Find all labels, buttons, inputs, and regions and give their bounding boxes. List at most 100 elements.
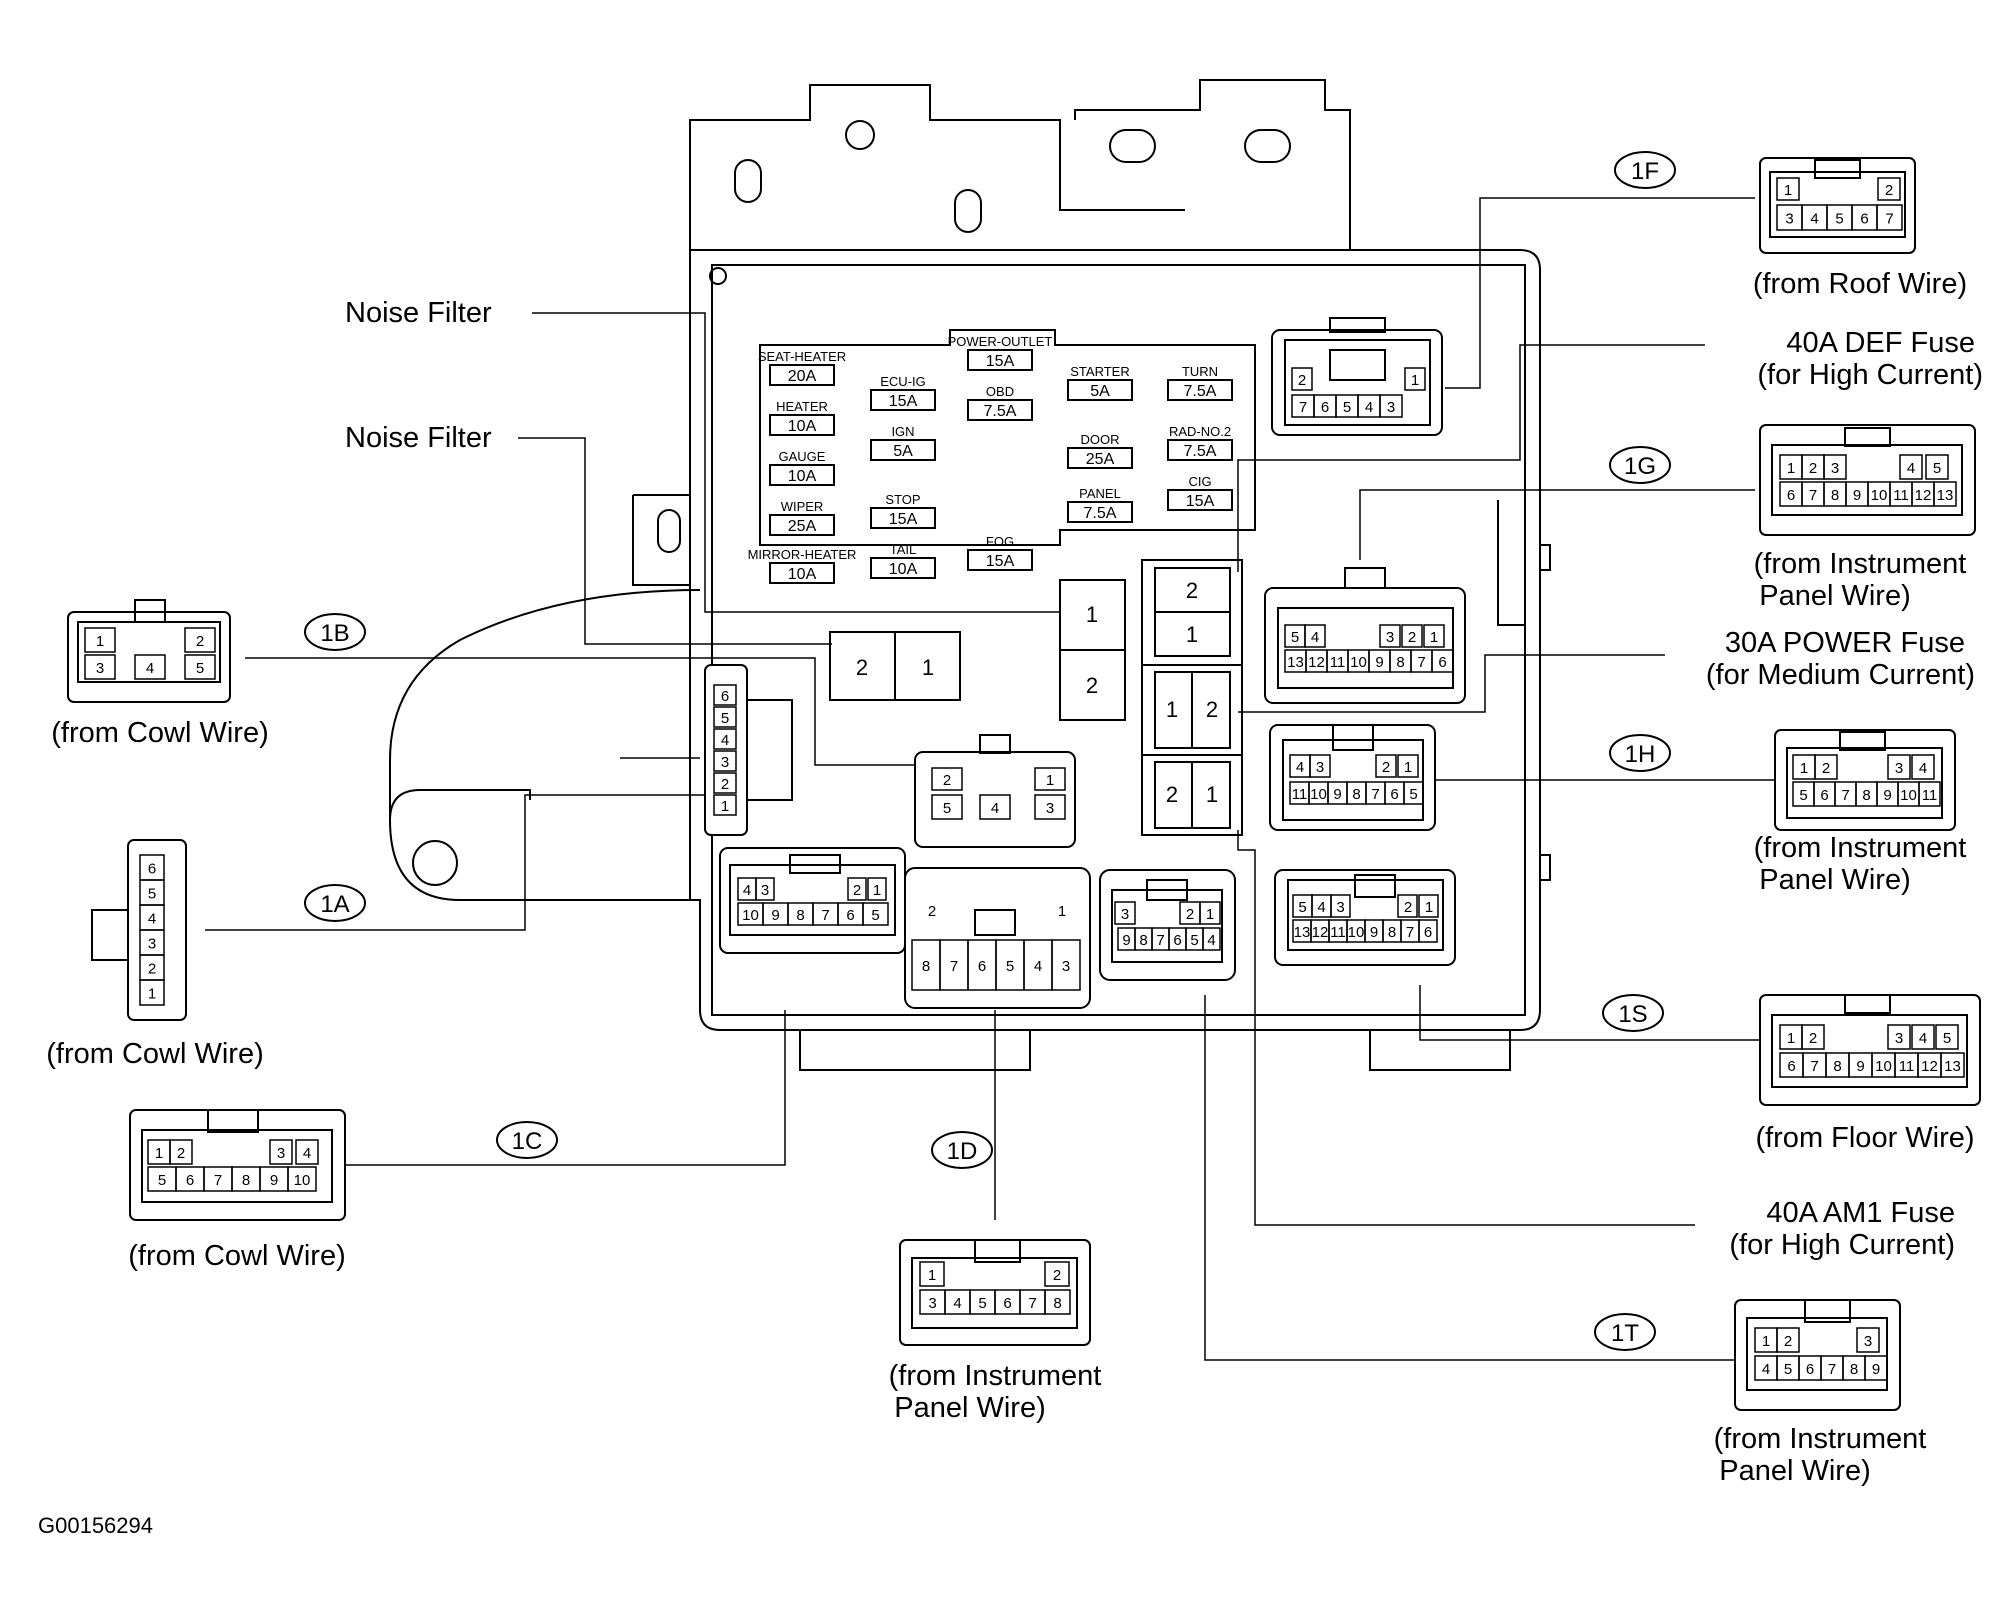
pin-number: 5 — [1343, 399, 1351, 416]
pin-number: 8 — [796, 907, 804, 924]
fuse-rating: 10A — [788, 418, 817, 435]
noise-filter-label-1: Noise Filter — [345, 297, 492, 329]
fuse-name: STOP — [885, 492, 920, 507]
pin-number: 4 — [991, 800, 999, 817]
connector-id-1c: 1C — [496, 1121, 558, 1159]
pin-number: 9 — [270, 1172, 278, 1189]
pin-number: 1 — [1046, 772, 1054, 789]
pin-number: 9 — [1856, 1058, 1864, 1075]
connector-id-1t: 1T — [1594, 1313, 1656, 1351]
relay-pin-label: 2 — [856, 655, 868, 680]
source-label-1g: (from Instrument — [1754, 548, 1967, 580]
svg-text:1B: 1B — [320, 620, 349, 647]
pin-number: 2 — [148, 961, 156, 978]
pin-number: 4 — [1762, 1361, 1770, 1378]
fuse-rating: 7.5A — [1184, 383, 1217, 400]
pin-number: 7 — [1885, 211, 1893, 228]
pin-number: 10 — [1310, 786, 1327, 803]
connector-id-1f: 1F — [1614, 151, 1676, 189]
fuse-name: GAUGE — [779, 449, 826, 464]
pin-number: 2 — [721, 776, 729, 793]
fuse-name: HEATER — [776, 399, 828, 414]
pin-number: 4 — [743, 882, 751, 899]
pin-number: 6 — [1321, 399, 1329, 416]
source-label-1h-2: Panel Wire) — [1759, 864, 1911, 896]
pin-number: 8 — [242, 1172, 250, 1189]
pin-number: 7 — [1809, 487, 1817, 504]
pin-number: 4 — [303, 1145, 311, 1162]
pin-number: 7 — [1828, 1361, 1836, 1378]
pin-number: 8 — [1850, 1361, 1858, 1378]
fuse-rating: 15A — [1186, 493, 1215, 510]
connector-id-1h: 1H — [1609, 734, 1671, 772]
pin-number: 6 — [1860, 211, 1868, 228]
fuse-am1-40a: 2 1 — [1141, 754, 1243, 836]
pin-number: 9 — [1370, 924, 1378, 941]
pin-number: 10 — [1900, 787, 1917, 804]
fuse-list: SEAT-HEATER20AHEATER10AGAUGE10AWIPER25AM… — [748, 334, 1233, 584]
pin-number: 7 — [214, 1172, 222, 1189]
pin-number: 5 — [978, 1295, 986, 1312]
pin-number: 1 — [1404, 759, 1412, 776]
fuse-rating: 15A — [986, 553, 1015, 570]
pin-number: 3 — [1121, 906, 1129, 923]
connector-id-1d: 1D — [931, 1131, 993, 1169]
pin-number: 6 — [978, 958, 986, 975]
fuse-pin-label: 2 — [1166, 782, 1178, 807]
fuse-rating: 20A — [788, 368, 817, 385]
pin-number: 2 — [1885, 182, 1893, 199]
fuse-name: FOG — [986, 534, 1014, 549]
source-label-1a: (from Cowl Wire) — [46, 1038, 264, 1070]
pin-number: 2 — [1822, 760, 1830, 777]
source-label-1g-2: Panel Wire) — [1759, 580, 1911, 612]
fuse-rating: 15A — [889, 393, 918, 410]
pin-number: 13 — [1944, 1058, 1961, 1075]
source-label-1h: (from Instrument — [1754, 832, 1967, 864]
figure-id: G00156294 — [38, 1513, 153, 1538]
source-label-1b: (from Cowl Wire) — [51, 717, 269, 749]
fuse-name: CIG — [1188, 474, 1211, 489]
pin-number: 4 — [1907, 460, 1915, 477]
fuse-name: SEAT-HEATER — [758, 349, 846, 364]
pin-number: 5 — [148, 886, 156, 903]
pin-number: 1 — [148, 986, 156, 1003]
pin-number: 4 — [953, 1295, 961, 1312]
pin-number: 7 — [950, 958, 958, 975]
pin-number: 2 — [1408, 629, 1416, 646]
pin-number: 4 — [1034, 958, 1042, 975]
pin-number: 5 — [871, 907, 879, 924]
fuse-rad-no-2: RAD-NO.27.5A — [1167, 424, 1233, 461]
pin-number: 6 — [1003, 1295, 1011, 1312]
pin-number: 5 — [943, 800, 951, 817]
pin-number: 11 — [1330, 924, 1346, 941]
power-fuse-sublabel: (for Medium Current) — [1706, 659, 1975, 691]
pin-number: 4 — [1365, 399, 1373, 416]
fuse-name: OBD — [986, 384, 1014, 399]
pin-number: 8 — [1862, 787, 1870, 804]
pin-number: 1 — [928, 1267, 936, 1284]
pin-number: 6 — [186, 1172, 194, 1189]
fuse-gauge: GAUGE 10A — [769, 449, 835, 486]
pin-number: 1 — [1762, 1333, 1770, 1350]
pin-number: 12 — [1312, 924, 1329, 941]
fuse-rating: 10A — [788, 468, 817, 485]
pin-number: 10 — [294, 1172, 311, 1189]
